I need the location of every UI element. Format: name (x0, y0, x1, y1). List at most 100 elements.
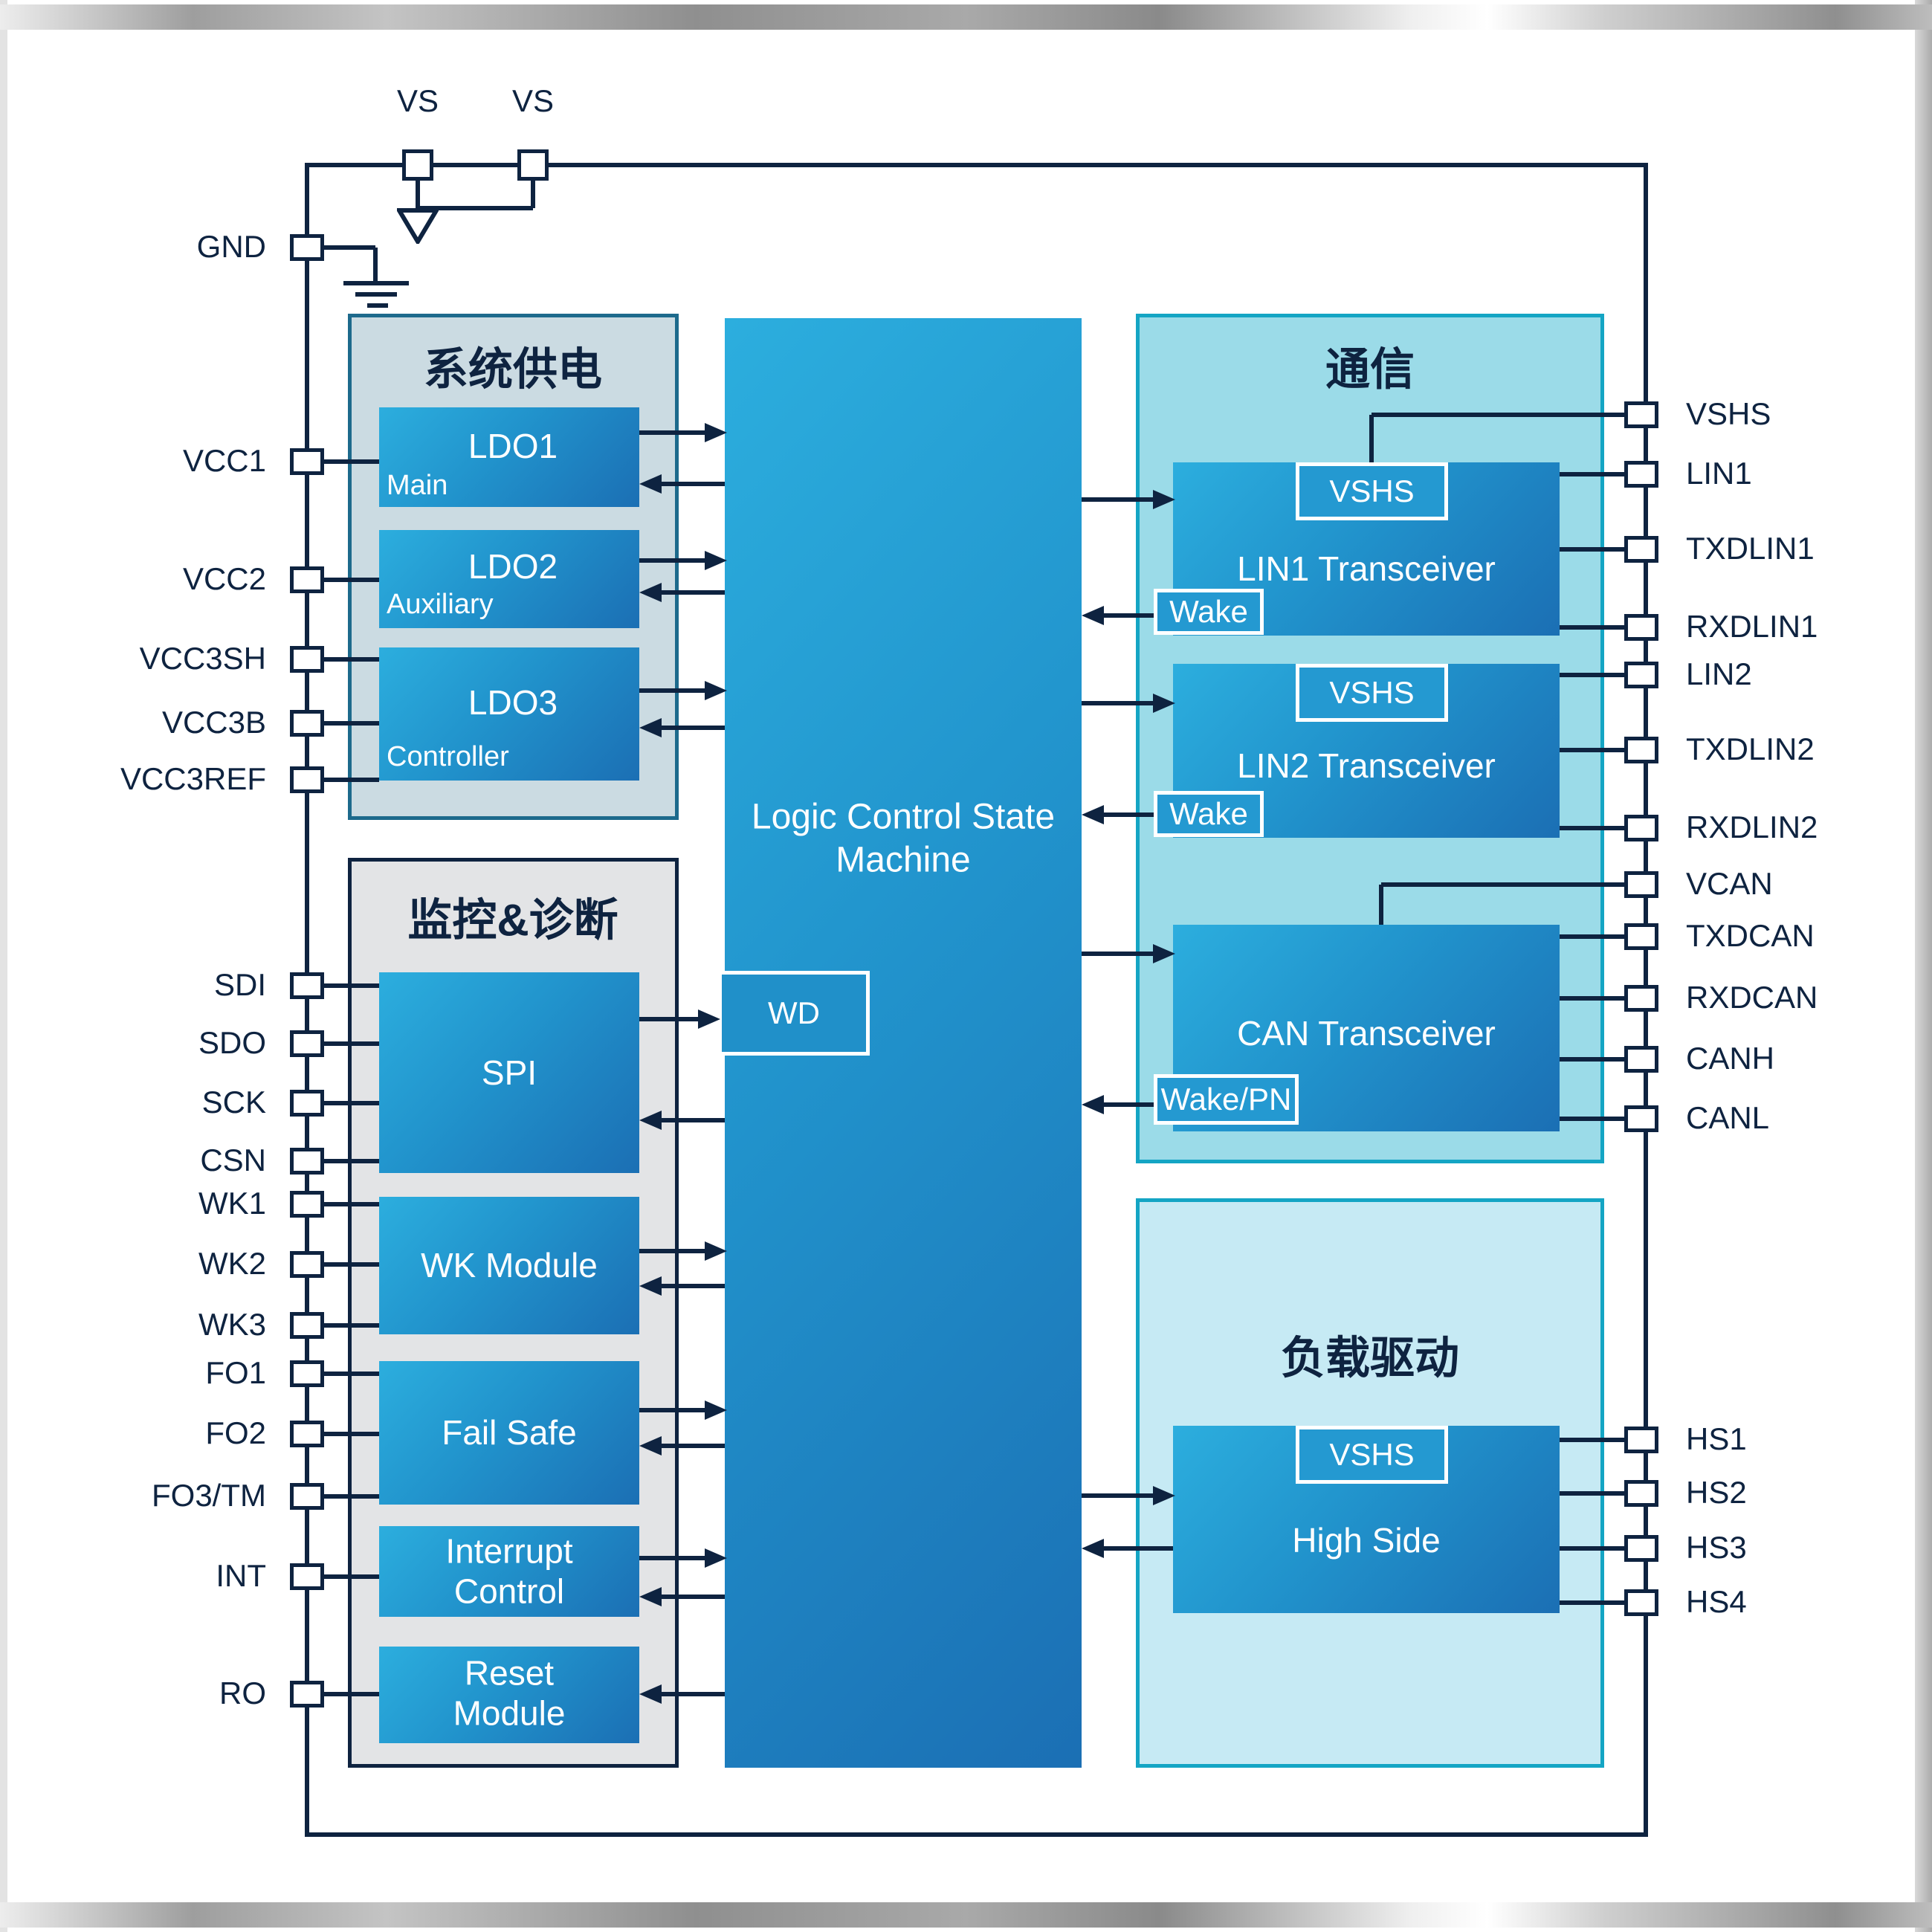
wire (1560, 996, 1625, 1001)
pin-TXDLIN2 (1624, 737, 1658, 763)
wire (1560, 1491, 1625, 1496)
can-in (1082, 952, 1154, 956)
pin-label-HS3: HS3 (1686, 1530, 1747, 1565)
lin1-vshs-label: VSHS (1329, 474, 1415, 508)
pin-VS1 (402, 149, 433, 181)
highside-in-arrowhead-icon (1153, 1486, 1175, 1505)
pin-label-VS1: VS (396, 83, 439, 118)
pin-label-VCC3B: VCC3B (161, 705, 266, 740)
pin-VS2 (517, 149, 549, 181)
wire (1560, 1546, 1625, 1551)
pin-label-VCC3SH: VCC3SH (139, 641, 266, 676)
wire (1560, 934, 1625, 939)
wire (324, 1494, 379, 1499)
wire (1560, 826, 1625, 830)
gnd-symbol-bar3 (367, 303, 388, 308)
pin-SDO (290, 1030, 324, 1057)
wire (1560, 1117, 1625, 1121)
spi-block (379, 972, 639, 1173)
wire (1560, 1057, 1625, 1062)
pin-label-WK3: WK3 (198, 1307, 266, 1342)
right-frame-edge (1915, 0, 1932, 1932)
lin2-transceiver-label: LIN2 Transceiver (1237, 746, 1496, 785)
ldo1-block (379, 407, 639, 507)
pin-LIN2 (1624, 662, 1658, 688)
wire (324, 1041, 379, 1046)
spi-in (660, 1118, 725, 1122)
load-group-title: 负载驱动 (1281, 1333, 1459, 1383)
pin-label-VSHS: VSHS (1686, 396, 1771, 431)
wk-module-block (379, 1197, 639, 1334)
pin-FO2 (290, 1421, 324, 1447)
ldo2-in (660, 590, 725, 595)
pin-label-RXDLIN1: RXDLIN1 (1686, 609, 1818, 644)
wire (324, 983, 379, 988)
ldo3-sublabel: Controller (387, 741, 509, 772)
high-side-vshs-label: VSHS (1329, 1437, 1415, 1472)
bottom-metallic-bar (0, 1902, 1932, 1928)
can-wakepn-label: Wake/PN (1160, 1082, 1292, 1117)
pin-SCK (290, 1090, 324, 1117)
pin-label-FO3/TM: FO3/TM (152, 1478, 266, 1513)
reset-in (660, 1692, 725, 1696)
pin-GND (290, 234, 324, 261)
can-in-arrowhead-icon (1153, 944, 1175, 963)
pin-CSN (290, 1148, 324, 1175)
pin-label-HS1: HS1 (1686, 1421, 1747, 1456)
lin1-wake-label: Wake (1169, 594, 1248, 629)
reset-module-label: Reset Module (453, 1653, 566, 1733)
pin-TXDCAN (1624, 923, 1658, 950)
supply-arrow-icon (397, 208, 439, 244)
wk-in-arrowhead-icon (639, 1276, 662, 1296)
pin-label-FO1: FO1 (205, 1355, 266, 1390)
pin-label-FO2: FO2 (205, 1415, 266, 1450)
lin2-in (1082, 701, 1154, 705)
wire (324, 1372, 379, 1376)
lin2-wake-label: Wake (1169, 796, 1248, 831)
fail-safe-block (379, 1361, 639, 1505)
top-metallic-bar (0, 4, 1932, 30)
wk-module-label: WK Module (421, 1246, 598, 1285)
wd-label: WD (768, 995, 820, 1030)
pin-CANH (1624, 1046, 1658, 1073)
wire (324, 721, 379, 726)
ldo1-in (660, 482, 725, 486)
wire (1560, 1600, 1625, 1605)
pin-SDI (290, 972, 324, 999)
pin-label-CSN: CSN (200, 1143, 266, 1177)
logic-control-label: Logic Control State Machine (751, 797, 1056, 879)
pin-HS2 (1624, 1480, 1658, 1507)
highside-in (1082, 1493, 1154, 1498)
ldo1-in-arrowhead-icon (639, 474, 662, 494)
wire (1560, 472, 1625, 476)
lin2-wake-out (1102, 812, 1154, 817)
wire (373, 248, 378, 281)
ldo3-label: LDO3 (468, 683, 558, 722)
lin1-in (1082, 497, 1154, 502)
reset-in-arrowhead-icon (639, 1684, 662, 1704)
lin2-vshs-tag: VSHS (1296, 664, 1448, 722)
pin-RO (290, 1681, 324, 1708)
wk-out-arrowhead-icon (705, 1241, 727, 1261)
pin-VCC3B (290, 710, 324, 737)
spi-label: SPI (481, 1053, 537, 1092)
pin-VSHS (1624, 401, 1658, 428)
wire (1369, 415, 1374, 462)
pin-label-VS2: VS (511, 83, 555, 118)
pin-label-WK1: WK1 (198, 1186, 266, 1221)
ldo1-out-arrowhead-icon (705, 423, 727, 442)
pin-label-LIN1: LIN1 (1686, 456, 1752, 491)
wire (1560, 547, 1625, 552)
interrupt-out (639, 1556, 706, 1560)
wk-out (639, 1249, 706, 1253)
failsafe-out (639, 1408, 706, 1412)
failsafe-in (660, 1444, 725, 1448)
pin-label-HS4: HS4 (1686, 1584, 1747, 1619)
can-transceiver-label: CAN Transceiver (1237, 1014, 1496, 1053)
pin-label-TXDCAN: TXDCAN (1686, 918, 1815, 953)
wire (324, 1262, 379, 1267)
pin-label-VCC1: VCC1 (182, 443, 266, 478)
pin-VCAN (1624, 871, 1658, 898)
spi-in-arrowhead-icon (639, 1111, 662, 1130)
ldo1-label: LDO1 (468, 427, 558, 465)
